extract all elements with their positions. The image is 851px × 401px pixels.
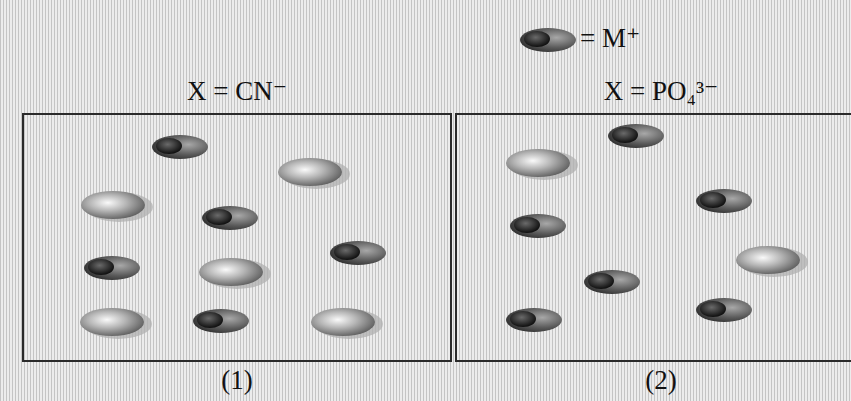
cation-sphere (584, 270, 640, 294)
anion-sphere (199, 258, 271, 289)
anion-sphere (81, 191, 153, 222)
cation-sphere (510, 214, 566, 238)
cation-sphere (506, 308, 562, 332)
cation-sphere (330, 241, 386, 265)
legend-label: = M⁺ (580, 24, 640, 54)
ion-box: X = PO₄³⁻(2) (455, 113, 851, 362)
cation-sphere (608, 124, 664, 148)
box-number: (1) (24, 366, 450, 396)
cation-sphere (520, 28, 576, 52)
box-heading: X = CN⁻ (24, 77, 450, 107)
cation-sphere (202, 206, 258, 230)
cation-sphere (84, 256, 140, 280)
cation-sphere (696, 189, 752, 213)
anion-sphere (506, 149, 578, 180)
cation-sphere (193, 309, 249, 333)
box-number: (2) (457, 366, 851, 396)
anion-sphere (80, 308, 152, 339)
cation-sphere (696, 298, 752, 322)
box-heading: X = PO₄³⁻ (457, 77, 851, 107)
anion-sphere (311, 308, 383, 339)
anion-sphere (278, 158, 350, 189)
ion-box: X = CN⁻(1) (22, 113, 452, 362)
cation-sphere (152, 135, 208, 159)
anion-sphere (736, 246, 808, 277)
